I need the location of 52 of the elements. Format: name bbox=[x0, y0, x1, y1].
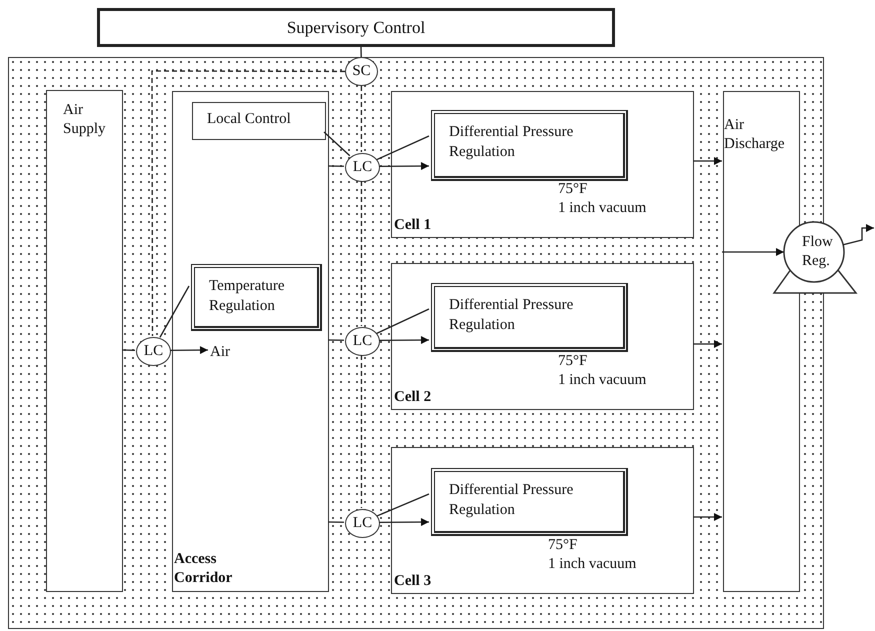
connector-line bbox=[376, 493, 430, 517]
connector-line bbox=[376, 135, 430, 160]
flow-regulator-pump bbox=[772, 221, 858, 295]
control-box: Supervisory Control bbox=[97, 8, 615, 47]
arrow bbox=[842, 224, 874, 246]
control-box: Local Control bbox=[192, 102, 326, 140]
room-label: Cell 2 bbox=[394, 388, 432, 407]
condition-note: 1 inch vacuum bbox=[558, 371, 646, 390]
connector-line bbox=[328, 339, 344, 341]
arrow bbox=[379, 336, 429, 344]
pump-label: Flow Reg. bbox=[802, 233, 834, 271]
condition-note: 75°F bbox=[558, 180, 588, 199]
room-label: Cell 3 bbox=[394, 572, 432, 591]
condition-note: 75°F bbox=[548, 536, 578, 555]
room-box bbox=[391, 91, 694, 238]
connector-line bbox=[122, 349, 136, 351]
room-box bbox=[391, 263, 694, 410]
connector-line bbox=[328, 165, 344, 167]
condition-note: 75°F bbox=[558, 352, 588, 371]
condition-note: 1 inch vacuum bbox=[558, 199, 646, 218]
regulator-box: Differential Pressure Regulation bbox=[431, 283, 628, 352]
arrow bbox=[170, 346, 208, 354]
connector-line bbox=[376, 308, 430, 334]
regulator-box: Temperature Regulation bbox=[191, 264, 322, 331]
room-label: Access Corridor bbox=[174, 550, 234, 588]
controller-circle: LC bbox=[136, 337, 171, 366]
controller-circle: LC bbox=[345, 509, 380, 538]
flow-label: Air bbox=[210, 343, 240, 362]
arrow bbox=[379, 518, 429, 526]
room-box bbox=[46, 90, 123, 592]
room-box bbox=[723, 91, 800, 592]
condition-note: 1 inch vacuum bbox=[548, 555, 636, 574]
controller-circle: LC bbox=[345, 153, 380, 182]
connector-line bbox=[151, 70, 345, 336]
arrow bbox=[693, 340, 722, 348]
arrow bbox=[693, 513, 722, 521]
regulator-box: Differential Pressure Regulation bbox=[431, 468, 628, 536]
controller-circle: LC bbox=[345, 327, 380, 356]
room-label: Cell 1 bbox=[394, 216, 432, 235]
regulator-box: Differential Pressure Regulation bbox=[431, 110, 628, 181]
room-label: Air Supply bbox=[63, 101, 107, 139]
room-box bbox=[391, 447, 694, 594]
arrow bbox=[693, 157, 722, 165]
connector-line bbox=[360, 46, 362, 58]
arrow bbox=[722, 248, 784, 256]
room-box bbox=[172, 91, 329, 592]
connector-line bbox=[360, 181, 362, 326]
arrow bbox=[379, 162, 429, 170]
connector-line bbox=[360, 86, 362, 152]
room-label: Air Discharge bbox=[724, 116, 786, 154]
connector-line bbox=[328, 521, 344, 523]
connector-line bbox=[360, 355, 362, 508]
